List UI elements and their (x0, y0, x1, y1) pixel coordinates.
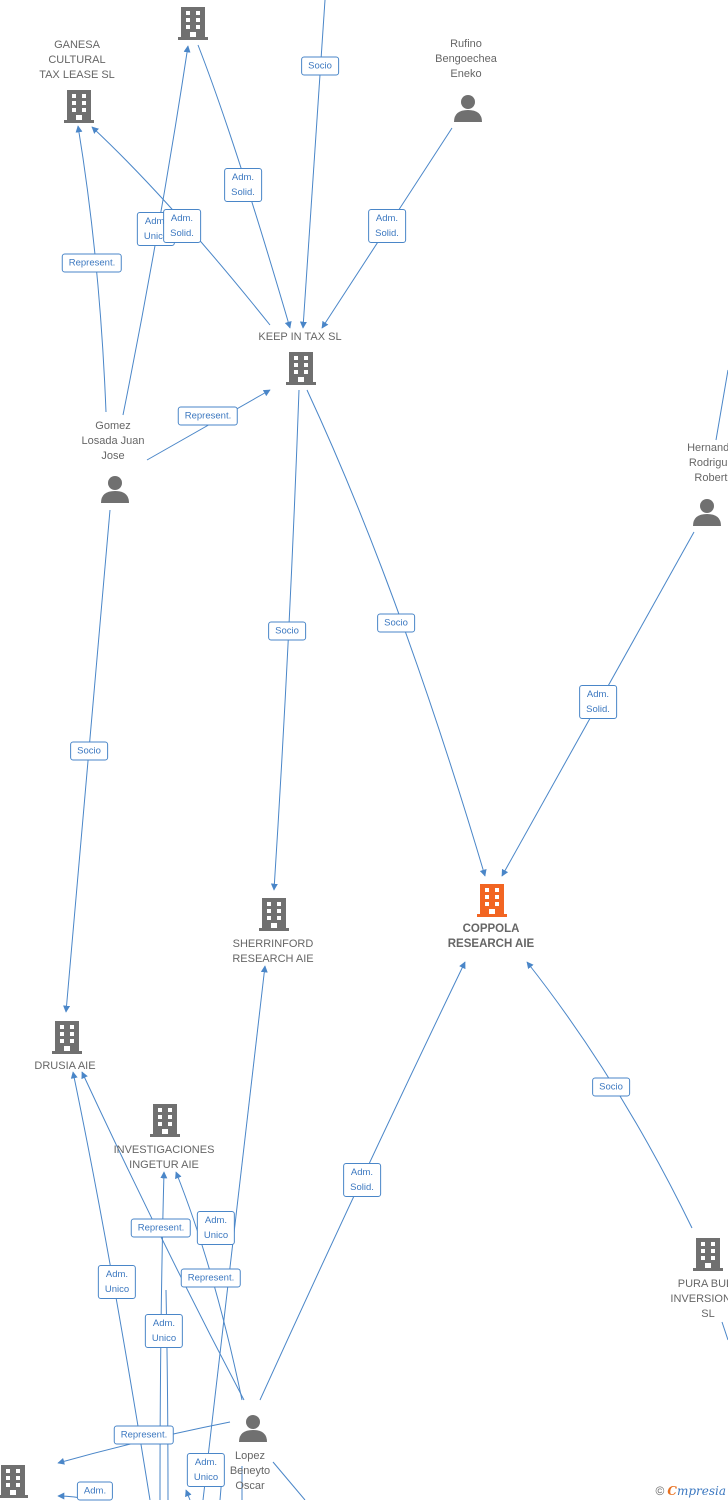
edge-label-represent-ingetur-b: Represent. (180, 1268, 242, 1288)
node-label-pura[interactable]: PURA BULL INVERSIONES SL (670, 1278, 728, 1320)
footer-copyright: ©Cmpresia (656, 1484, 726, 1498)
edge-top-company-keep (197, 44, 292, 329)
node-label-sherrinford[interactable]: SHERRINFORD RESEARCH AIE (232, 938, 314, 965)
building-icon (150, 1104, 180, 1137)
building-icon (693, 1238, 723, 1271)
person-icon (693, 499, 721, 526)
edge-label-socio-pura: Socio (592, 1077, 630, 1097)
person-icon (239, 1415, 267, 1442)
edge-label-adm-unico-drusia: Adm. Unico (97, 1265, 137, 1299)
edge-hernandez-offscreen (715, 369, 728, 441)
building-icon (259, 898, 289, 931)
node-label-gomez[interactable]: Gomez Losada Juan Jose (81, 420, 145, 462)
empresia-logo: Cmpresia (667, 1484, 726, 1498)
building-icon (64, 90, 94, 123)
person-icon (454, 95, 482, 122)
node-label-coppola[interactable]: COPPOLA RESEARCH AIE (447, 923, 535, 950)
edge-label-adm-unico-sherrinford: Adm. Unico (196, 1211, 236, 1245)
edge-label-socio-coppola: Socio (377, 613, 415, 633)
edge-label-socio-drusia: Socio (70, 741, 108, 761)
edge-keep-coppola (306, 389, 487, 877)
edge-label-adm-solid-lopez: Adm. Solid. (343, 1163, 381, 1197)
node-label-ingetur[interactable]: INVESTIGACIONES INGETUR AIE (113, 1144, 215, 1171)
edge-label-socio-sherrinford: Socio (268, 621, 306, 641)
node-label-drusia[interactable]: DRUSIA AIE (34, 1060, 96, 1072)
copyright-symbol: © (655, 1484, 665, 1498)
node-label-ganesa[interactable]: GANESA CULTURAL TAX LEASE SL (39, 39, 115, 81)
node-label-rufino[interactable]: Rufino Bengoechea Eneko (435, 38, 497, 80)
edge-gomez-drusia (63, 509, 111, 1013)
edge-label-adm-bottom: Adm. (76, 1481, 114, 1501)
edge-label-socio-top: Socio (301, 56, 339, 76)
node-label-lopez[interactable]: Lopez Beneyto Oscar (229, 1450, 271, 1492)
edge-label-adm-solid-rufino: Adm. Solid. (368, 209, 406, 243)
edge-label-adm-unico-ingetur: Adm. Unico (144, 1314, 184, 1348)
edge-lopez-lower-right (272, 1461, 306, 1500)
building-icon (52, 1021, 82, 1054)
edge-label-represent-bottom: Represent. (113, 1425, 175, 1445)
building-icon (178, 7, 208, 40)
edge-lower-small (185, 1489, 192, 1500)
person-icon (101, 476, 129, 503)
edge-pura-offscreen (721, 1321, 728, 1341)
edge-label-adm-solid-hernandez: Adm. Solid. (579, 685, 617, 719)
edge-label-adm-solid-ganesa: Adm. Solid. (163, 209, 201, 243)
edge-label-adm-solid-top: Adm. Solid. (224, 168, 262, 202)
edge-label-represent-ganesa: Represent. (61, 253, 123, 273)
edge-label-represent-keep: Represent. (177, 406, 239, 426)
building-icon (0, 1465, 28, 1498)
edge-label-adm-unico-bottom: Adm. Unico (186, 1453, 226, 1487)
building-icon (286, 352, 316, 385)
node-label-keep[interactable]: KEEP IN TAX SL (258, 331, 342, 343)
edge-label-represent-ingetur-a: Represent. (130, 1218, 192, 1238)
node-label-hernandez[interactable]: Hernandez Rodriguez Roberto (687, 442, 728, 484)
edge-lower-drusia-b (81, 1071, 245, 1401)
edge-socio-top-keep (299, 0, 326, 329)
focus-building-icon (477, 884, 507, 917)
